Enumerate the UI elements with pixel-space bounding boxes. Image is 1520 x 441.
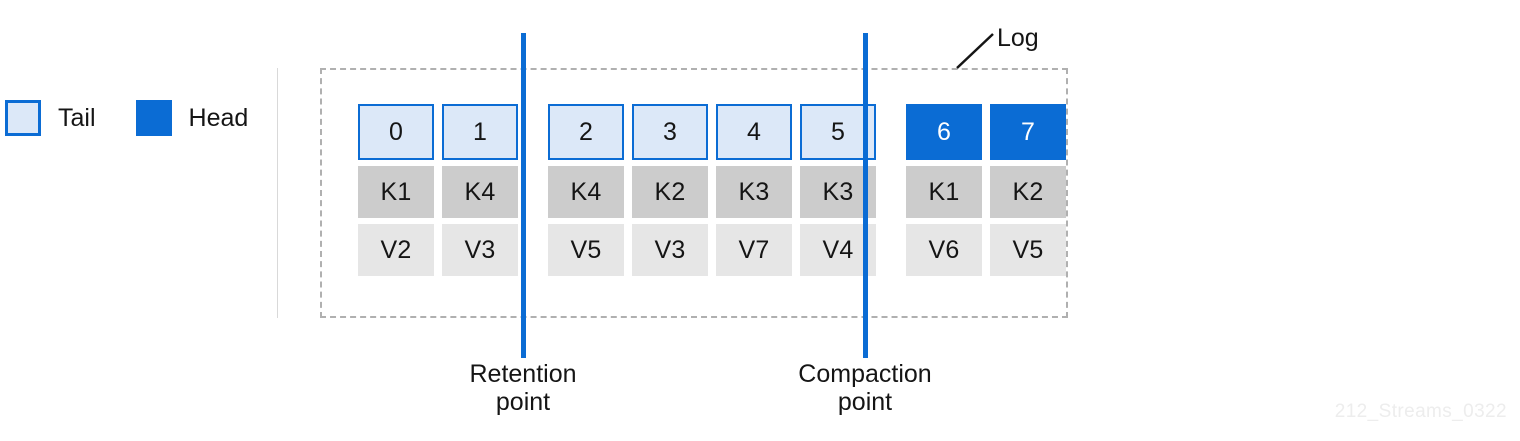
log-column-4: 4 K3 V7 bbox=[716, 104, 792, 276]
log-column-3: 3 K2 V3 bbox=[632, 104, 708, 276]
compaction-point-marker-line bbox=[863, 33, 868, 358]
log-container-box bbox=[320, 68, 1068, 318]
retention-point-label-line2: point bbox=[495, 388, 551, 416]
retention-point-marker-line bbox=[521, 33, 526, 358]
compaction-point-label-line1: Compaction bbox=[798, 360, 932, 388]
retention-point-label: Retention point bbox=[413, 360, 633, 416]
head-swatch-icon bbox=[135, 100, 172, 136]
section-divider bbox=[277, 68, 278, 318]
tail-swatch-icon bbox=[5, 100, 41, 136]
log-column-7: 7 K2 V5 bbox=[990, 104, 1066, 276]
key-cell: K1 bbox=[358, 166, 434, 218]
log-label: Log bbox=[997, 24, 1039, 52]
key-cell: K4 bbox=[442, 166, 518, 218]
value-cell: V5 bbox=[548, 224, 624, 276]
value-cell: V6 bbox=[906, 224, 982, 276]
log-leader-line-icon bbox=[956, 33, 994, 69]
offset-cell: 6 bbox=[906, 104, 982, 160]
log-column-0: 0 K1 V2 bbox=[358, 104, 434, 276]
legend-label-tail: Tail bbox=[58, 103, 96, 132]
value-cell: V3 bbox=[442, 224, 518, 276]
log-column-1: 1 K4 V3 bbox=[442, 104, 518, 276]
offset-cell: 1 bbox=[442, 104, 518, 160]
legend-item-head: Head bbox=[135, 100, 249, 136]
log-callout: Log bbox=[955, 24, 1085, 79]
compaction-point-label: Compaction point bbox=[755, 360, 975, 416]
key-cell: K2 bbox=[990, 166, 1066, 218]
offset-cell: 3 bbox=[632, 104, 708, 160]
value-cell: V3 bbox=[632, 224, 708, 276]
value-cell: V2 bbox=[358, 224, 434, 276]
key-cell: K4 bbox=[548, 166, 624, 218]
key-cell: K3 bbox=[716, 166, 792, 218]
legend-item-tail: Tail bbox=[5, 100, 96, 136]
key-cell: K2 bbox=[632, 166, 708, 218]
key-cell: K1 bbox=[906, 166, 982, 218]
retention-point-label-line1: Retention bbox=[469, 360, 577, 388]
compaction-point-label-line2: point bbox=[837, 388, 893, 416]
watermark: 212_Streams_0322 bbox=[1334, 401, 1507, 422]
legend-label-head: Head bbox=[188, 103, 249, 132]
offset-cell: 2 bbox=[548, 104, 624, 160]
offset-cell: 7 bbox=[990, 104, 1066, 160]
value-cell: V7 bbox=[716, 224, 792, 276]
value-cell: V5 bbox=[990, 224, 1066, 276]
legend: Tail Head bbox=[5, 100, 248, 136]
log-column-6: 6 K1 V6 bbox=[906, 104, 982, 276]
offset-cell: 0 bbox=[358, 104, 434, 160]
offset-cell: 4 bbox=[716, 104, 792, 160]
log-table: 0 K1 V2 1 K4 V3 2 K4 V5 3 K2 V3 4 K3 V7 … bbox=[358, 104, 1066, 276]
log-column-2: 2 K4 V5 bbox=[548, 104, 624, 276]
